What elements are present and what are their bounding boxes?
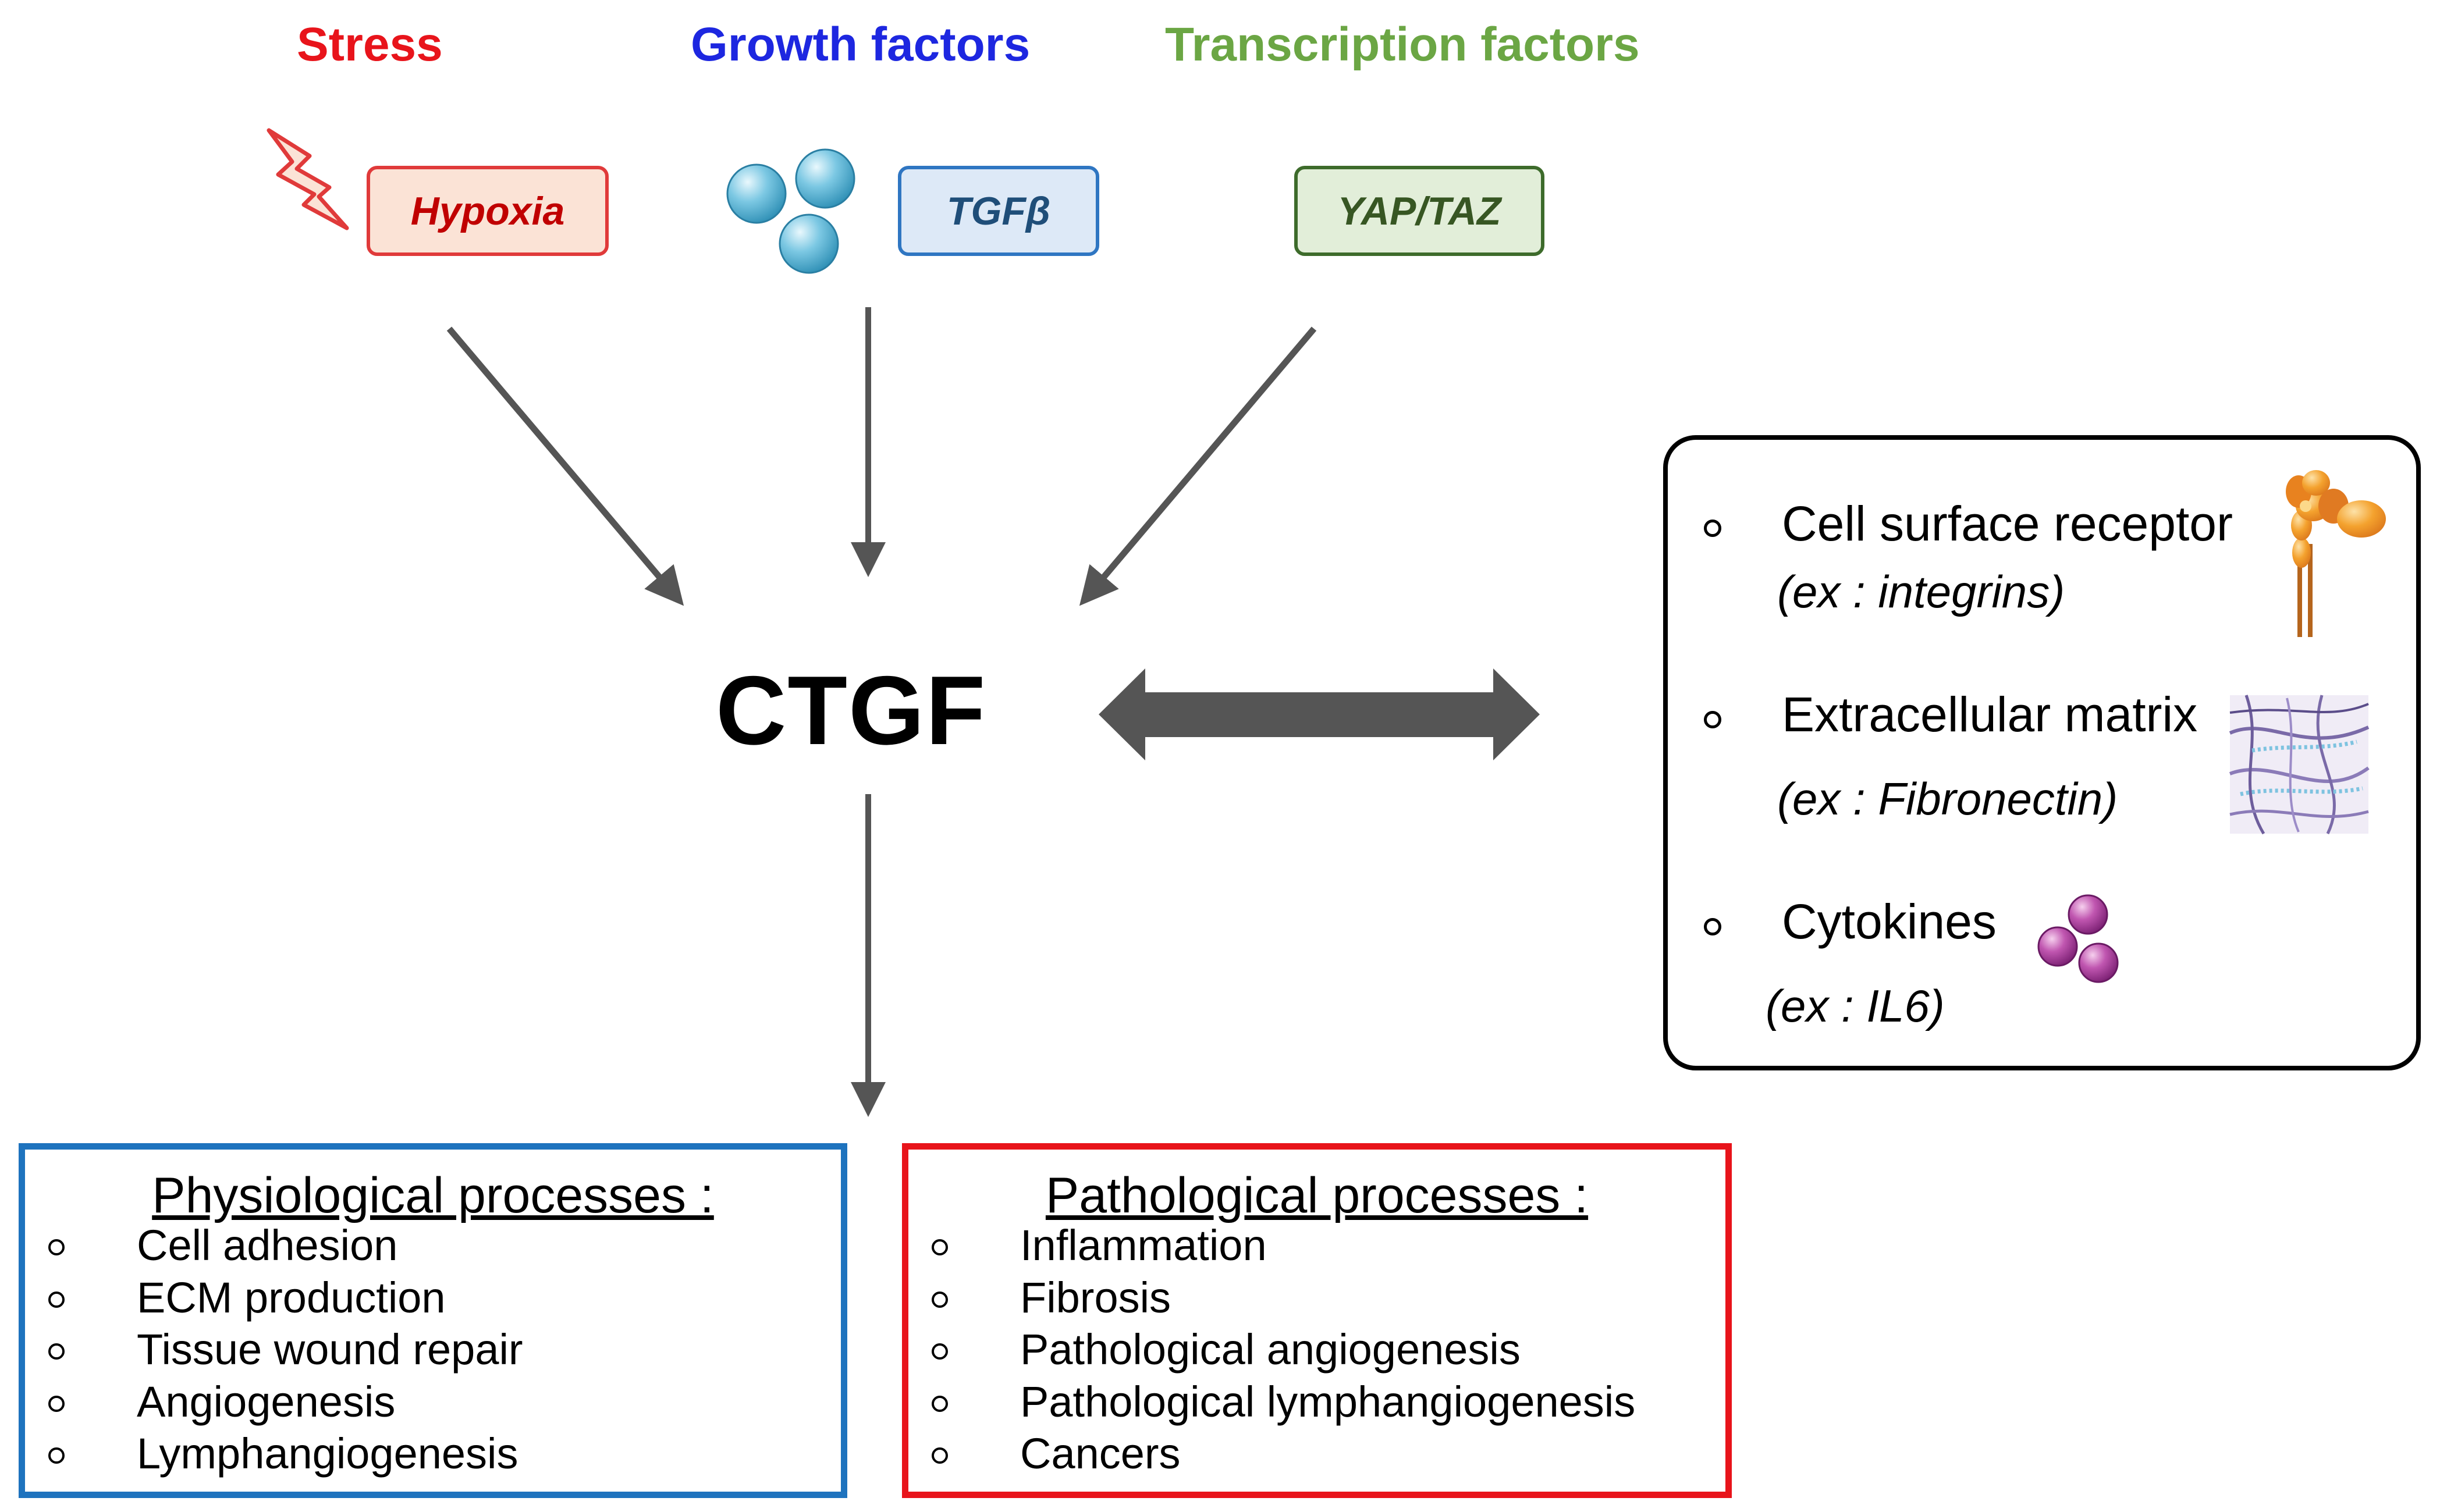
list-item-label: Angiogenesis (137, 1377, 396, 1426)
list-item: Tissue wound repair (48, 1324, 841, 1376)
bullet-icon (48, 1395, 65, 1412)
bullet-icon (932, 1395, 948, 1412)
list-item-label: Cancers (1020, 1429, 1181, 1478)
list-item: ECM production (48, 1272, 841, 1324)
interactor-example-fibronectin: (ex : Fibronectin) (1777, 773, 2118, 824)
interactor-bullet (1704, 711, 1721, 728)
yaptaz-label: YAP/TAZ (1337, 188, 1501, 233)
list-item: Pathological angiogenesis (932, 1324, 1725, 1376)
list-item: Inflammation (932, 1219, 1725, 1272)
list-item-label: ECM production (137, 1273, 446, 1322)
bullet-icon (932, 1447, 948, 1464)
cytokine-spheres-icon (2037, 894, 2119, 983)
list-item-label: Lymphangiogenesis (137, 1429, 518, 1478)
bullet-icon (932, 1291, 948, 1308)
bullet-icon (48, 1291, 65, 1308)
list-item: Pathological lymphangiogenesis (932, 1376, 1725, 1428)
list-item-label: Pathological lymphangiogenesis (1020, 1377, 1636, 1426)
pathological-processes-title: Pathological processes : (1045, 1168, 1589, 1223)
growth-factor-spheres-icon (726, 148, 855, 274)
bullet-icon (48, 1447, 65, 1464)
hypoxia-box: Hypoxia (367, 166, 609, 256)
list-item-label: Cell adhesion (137, 1221, 398, 1269)
list-item-label: Inflammation (1020, 1221, 1267, 1269)
list-item-label: Pathological angiogenesis (1020, 1325, 1521, 1374)
interactors-box (1663, 435, 2421, 1070)
yaptaz-box: YAP/TAZ (1294, 166, 1544, 256)
hypoxia-label: Hypoxia (410, 188, 565, 233)
stress-header: Stress (297, 18, 443, 71)
list-item-label: Fibrosis (1020, 1273, 1171, 1322)
list-item-label: Tissue wound repair (137, 1325, 523, 1374)
list-item: Cancers (932, 1428, 1725, 1480)
bullet-icon (48, 1343, 65, 1360)
interactor-extracellular-matrix: Extracellular matrix (1782, 687, 2198, 742)
list-item: Angiogenesis (48, 1376, 841, 1428)
list-item: Lymphangiogenesis (48, 1428, 841, 1480)
tgfb-label: TGFβ (946, 188, 1051, 233)
interactor-example-il6: (ex : IL6) (1766, 980, 1945, 1031)
list-item: Cell adhesion (48, 1219, 841, 1272)
bullet-icon (932, 1343, 948, 1360)
transcription-factors-header: Transcription factors (1165, 18, 1640, 71)
interactor-example-integrins: (ex : integrins) (1777, 566, 2065, 617)
physiological-processes-title: Physiological processes : (152, 1168, 714, 1223)
arrow-stress-to-ctgf (446, 326, 684, 606)
list-item: Fibrosis (932, 1272, 1725, 1324)
double-arrow-icon (1099, 668, 1540, 760)
integrin-receptor-icon (2286, 470, 2386, 637)
interactor-bullet (1704, 520, 1721, 537)
bullet-icon (48, 1239, 65, 1255)
ctgf-label: CTGF (716, 656, 987, 765)
fibronectin-matrix-icon (2229, 695, 2370, 835)
lightning-bolt-icon (267, 128, 349, 230)
interactor-bullet (1704, 918, 1721, 935)
arrow-transcription-to-ctgf (1079, 326, 1317, 606)
growth-factors-header: Growth factors (691, 18, 1031, 71)
interactor-cytokines: Cytokines (1782, 894, 1997, 949)
tgfb-box: TGFβ (898, 166, 1099, 256)
interactor-cell-surface-receptor: Cell surface receptor (1782, 496, 2233, 551)
bullet-icon (932, 1239, 948, 1255)
